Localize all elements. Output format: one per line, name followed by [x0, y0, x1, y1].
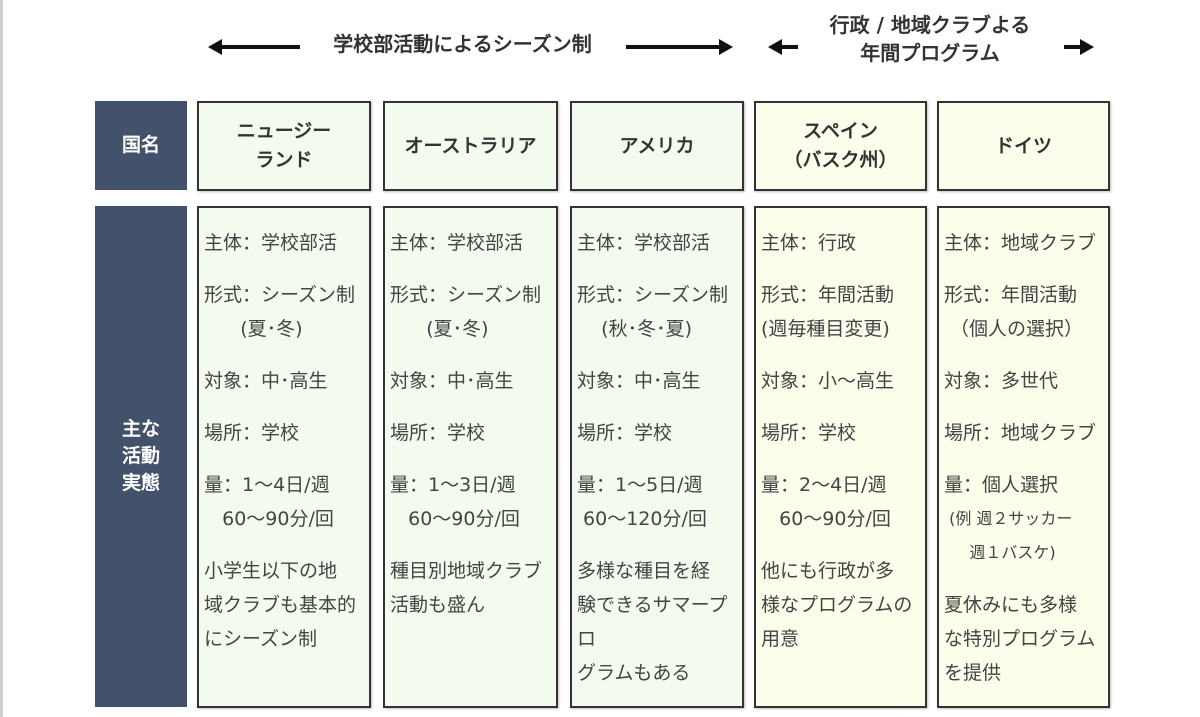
activity-line: 対象：中･高生: [390, 370, 514, 392]
activity-line: (夏･冬): [204, 318, 303, 340]
row-label-activity-text: 主な 活動 実態: [121, 418, 160, 494]
activity-line: 形式：年間活動: [944, 284, 1078, 306]
country-header-spain: スペイン （バスク州）: [754, 101, 927, 191]
activity-line: 形式：年間活動: [761, 284, 895, 306]
activity-cell-germany: 主体：地域クラブ形式：年間活動 （個人の選択） 対象：多世代場所：地域クラブ量：個…: [937, 206, 1110, 708]
country-name: スペイン （バスク州）: [783, 120, 898, 171]
country-header-australia: オーストラリア: [383, 101, 558, 191]
activity-line: 量：個人選択: [944, 474, 1059, 496]
activity-line: 60～90分/回: [390, 508, 520, 530]
activity-line: 対象：小～高生: [761, 370, 895, 392]
activity-line: (例 週２サッカー: [944, 509, 1073, 528]
row-label-country-text: 国名: [121, 134, 160, 156]
activity-line: 60～90分/回: [204, 508, 334, 530]
activity-line: 形式：シーズン制: [204, 284, 356, 306]
activity-cell-usa: 主体：学校部活形式：シーズン制 (秋･冬･夏) 対象：中･高生場所：学校量：1～5…: [570, 206, 744, 708]
activity-line: 主体：行政: [761, 232, 857, 254]
activity-line: 対象：中･高生: [577, 370, 701, 392]
country-name: アメリカ: [619, 134, 695, 157]
banner-regional-program: 行政 / 地域クラブよる 年間プログラム: [800, 11, 1060, 67]
country-name: ドイツ: [994, 134, 1052, 157]
activity-line: (秋･冬･夏): [577, 318, 692, 340]
activity-note: 多様な種目を経 験できるサマープロ グラムもある: [577, 560, 728, 684]
activity-line: 60～90分/回: [761, 508, 891, 530]
activity-line: 量：2～4日/週: [761, 474, 887, 496]
activity-line: 場所：学校: [204, 422, 300, 444]
banner-regional-line2: 年間プログラム: [860, 41, 1000, 65]
activity-note: 夏休みにも多様 な特別プログラム を提供: [944, 594, 1096, 684]
activity-line: 対象：多世代: [944, 370, 1059, 392]
activity-line: 形式：シーズン制: [390, 284, 542, 306]
arrow-left-icon: [208, 39, 300, 55]
banner-school-season: 学校部活動によるシーズン制: [300, 30, 625, 58]
page-edge: [0, 0, 3, 717]
activity-line: （個人の選択）: [944, 318, 1084, 340]
banner-regional-line1: 行政 / 地域クラブよる: [829, 13, 1031, 37]
arrow-left-icon: [768, 39, 798, 55]
activity-line: 対象：中･高生: [204, 370, 328, 392]
country-header-nz: ニュージー ランド: [197, 101, 371, 191]
activity-cell-nz: 主体：学校部活形式：シーズン制 (夏･冬) 対象：中･高生場所：学校量：1～4日/…: [197, 206, 371, 708]
country-header-germany: ドイツ: [937, 101, 1110, 191]
row-label-activity: 主な 活動 実態: [95, 206, 187, 707]
activity-line: 場所：学校: [390, 422, 486, 444]
activity-note: 他にも行政が多 様なプログラムの 用意: [761, 560, 913, 650]
activity-line: 主体：学校部活: [577, 232, 711, 254]
country-header-usa: アメリカ: [570, 101, 744, 191]
activity-cell-australia: 主体：学校部活形式：シーズン制 (夏･冬) 対象：中･高生場所：学校量：1～3日/…: [383, 206, 558, 708]
activity-note: 種目別地域クラブ 活動も盛ん: [390, 560, 543, 616]
activity-line: 場所：学校: [761, 422, 857, 444]
activity-line: 主体：地域クラブ: [944, 232, 1097, 254]
banner-school-text: 学校部活動によるシーズン制: [333, 32, 592, 56]
activity-note: 小学生以下の地 域クラブも基本的 にシーズン制: [204, 560, 357, 650]
activity-line: 量：1～5日/週: [577, 474, 703, 496]
activity-line: 60～120分/回: [577, 508, 707, 530]
activity-line: (夏･冬): [390, 318, 489, 340]
activity-line: 量：1～4日/週: [204, 474, 330, 496]
activity-line: 量：1～3日/週: [390, 474, 516, 496]
activity-line: 主体：学校部活: [204, 232, 338, 254]
activity-line: 場所：地域クラブ: [944, 422, 1097, 444]
country-name: オーストラリア: [404, 134, 537, 157]
activity-cell-spain: 主体：行政形式：年間活動 (週毎種目変更) 対象：小～高生場所：学校量：2～4日/週…: [754, 206, 927, 708]
activity-line: 週１バスケ): [944, 543, 1056, 562]
country-name: ニュージー ランド: [236, 120, 332, 171]
activity-line: 形式：シーズン制: [577, 284, 729, 306]
activity-line: 主体：学校部活: [390, 232, 524, 254]
row-label-country: 国名: [95, 101, 187, 190]
arrow-right-icon: [1064, 39, 1094, 55]
activity-line: 場所：学校: [577, 422, 673, 444]
activity-line: (週毎種目変更): [761, 318, 890, 340]
arrow-right-icon: [626, 39, 733, 55]
